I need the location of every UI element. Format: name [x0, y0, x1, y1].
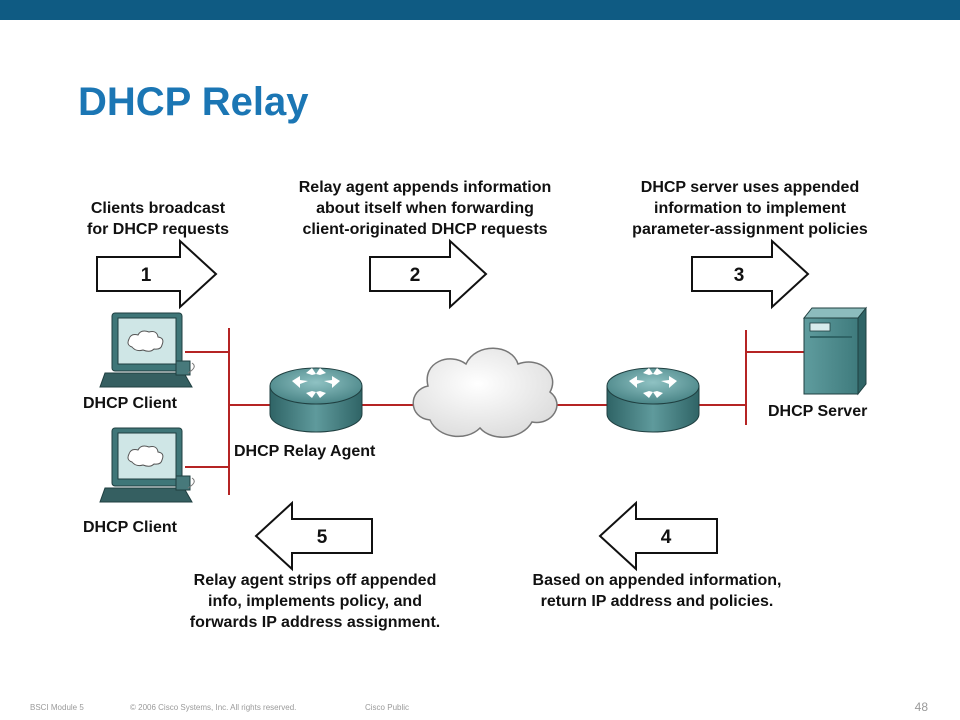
server-side-router-icon — [606, 367, 700, 433]
relay-router-icon — [269, 367, 363, 433]
step-1-number: 1 — [141, 265, 152, 286]
relay-agent-label: DHCP Relay Agent — [234, 443, 376, 460]
step-5-caption: Relay agent strips off appended info, im… — [189, 572, 441, 631]
dhcp-server-label: DHCP Server — [768, 403, 868, 420]
dhcp-server-icon — [802, 306, 868, 396]
step-1-caption: Clients broadcast for DHCP requests — [87, 200, 229, 238]
network-links — [185, 328, 805, 495]
step-3-number: 3 — [734, 265, 745, 286]
step-5-number: 5 — [317, 527, 328, 548]
client-1-label: DHCP Client — [83, 395, 177, 412]
step-4-caption: Based on appended information, return IP… — [532, 572, 782, 610]
client-2-workstation-icon — [99, 427, 195, 503]
top-banner — [0, 0, 960, 20]
step-4-number: 4 — [661, 527, 672, 548]
step-2-arrow — [369, 238, 488, 310]
step-2-number: 2 — [410, 265, 421, 286]
client-1-workstation-icon — [99, 312, 195, 388]
step-3-caption: DHCP server uses appended information to… — [632, 179, 868, 238]
page-number: 48 — [914, 700, 928, 714]
footer-course: BSCI Module 5 — [30, 703, 84, 712]
step-5-arrow — [254, 500, 373, 572]
client-2-label: DHCP Client — [83, 519, 177, 536]
slide-title: DHCP Relay — [78, 80, 309, 124]
footer-classification: Cisco Public — [365, 703, 410, 712]
step-2-caption: Relay agent appends information about it… — [298, 179, 552, 238]
wan-cloud-icon — [412, 347, 558, 438]
step-3-arrow — [691, 238, 810, 310]
step-1-arrow — [96, 238, 218, 310]
footer-copyright: © 2006 Cisco Systems, Inc. All rights re… — [130, 703, 297, 712]
step-4-arrow — [598, 500, 718, 572]
